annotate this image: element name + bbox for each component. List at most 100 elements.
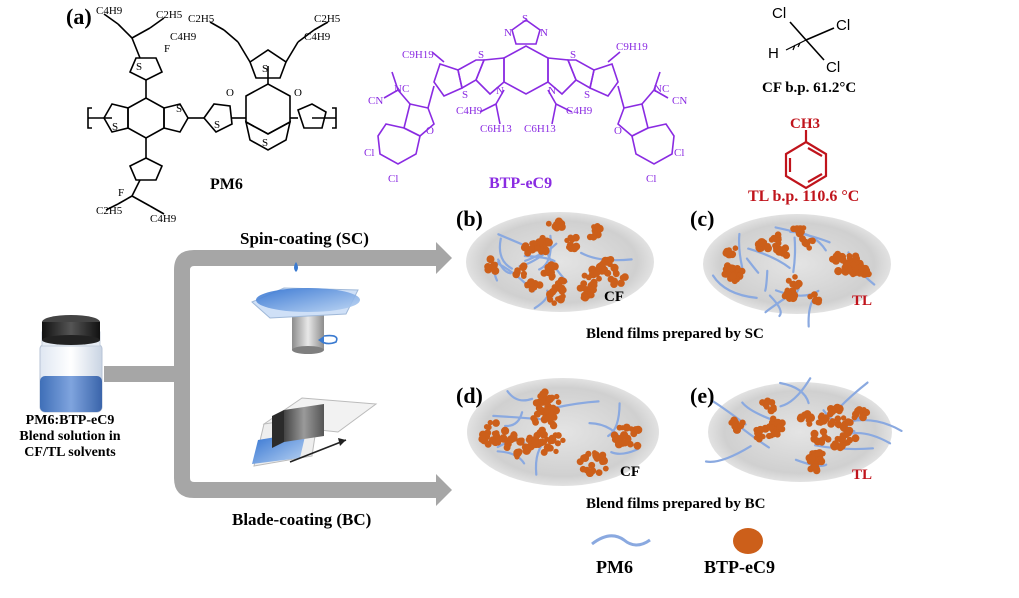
blade-coating-label: Blade-coating (BC) — [232, 510, 372, 529]
branch-vertical — [174, 250, 194, 498]
btp-atom: O — [614, 125, 622, 137]
pm6-fibril — [789, 230, 827, 252]
btp-aggregate — [754, 240, 772, 253]
btp-aggregate — [790, 225, 807, 238]
pm6-atom: S — [262, 63, 268, 75]
btp-aggregate — [520, 240, 541, 257]
pm6-atom: F — [118, 187, 124, 199]
btp-atom: C4H9 — [456, 105, 483, 117]
btp-atom: N — [496, 85, 504, 97]
film-background — [708, 382, 892, 482]
pm6-atom: C2H5 — [188, 13, 215, 25]
btp-name: BTP-eC9 — [489, 175, 553, 192]
btp-atom: Cl — [364, 147, 374, 159]
main-branch — [104, 366, 184, 382]
chloroform-structure — [785, 21, 835, 61]
spin-arrow-shaft — [194, 250, 436, 266]
btp-aggregate — [540, 261, 559, 281]
btp-aggregate — [545, 217, 566, 232]
pm6-structure — [87, 13, 337, 215]
pm6-fibril — [764, 269, 769, 292]
film-e — [704, 377, 903, 482]
btp-aggregate — [576, 450, 609, 478]
sc-caption: Blend films prepared by SC — [586, 326, 764, 342]
film-b — [466, 212, 654, 312]
pm6-atom: S — [112, 121, 118, 133]
bc-caption: Blend films prepared by BC — [586, 496, 766, 512]
pm6-fibril — [610, 447, 640, 455]
btp-aggregate — [830, 435, 848, 452]
solution-label-line: PM6:BTP-eC9 — [25, 413, 115, 428]
pm6-fibril — [504, 411, 524, 428]
pm6-fibril — [607, 402, 621, 438]
btp-atom: N — [540, 27, 548, 39]
film-d — [467, 378, 659, 486]
btp-atom: N — [548, 85, 556, 97]
btp-atom: O — [426, 125, 434, 137]
panel-label-b: (b) — [456, 206, 483, 231]
btp-aggregate — [727, 272, 744, 285]
btp-aggregate — [799, 235, 816, 251]
btp-aggregate — [531, 426, 566, 456]
blade-arrow-shaft — [194, 482, 436, 498]
btp-atom: CN — [672, 95, 687, 107]
cf-atom: Cl — [772, 5, 786, 22]
btp-aggregate — [807, 291, 823, 306]
btp-aggregate — [783, 288, 799, 303]
legend-pm6-line — [591, 534, 651, 547]
pm6-atom: C2H5 — [314, 13, 341, 25]
pm6-fibril — [506, 390, 534, 402]
btp-atom: C6H13 — [480, 123, 512, 135]
process-arrows — [104, 242, 452, 506]
film-e-solvent: TL — [852, 467, 873, 483]
spin-arrow-head — [436, 242, 452, 274]
pm6-fibril — [792, 236, 797, 274]
btp-aggregate — [512, 262, 528, 280]
toluene-structure — [784, 130, 828, 190]
blade-arrow-head — [436, 474, 452, 506]
btp-aggregate — [546, 287, 566, 306]
pm6-atom: S — [136, 61, 142, 73]
btp-atom: NC — [394, 83, 409, 95]
toluene-methyl-label: CH3 — [790, 116, 820, 132]
btp-aggregate — [503, 431, 536, 460]
spin-coating-label: Spin-coating (SC) — [240, 229, 369, 248]
film-b-solvent: CF — [604, 289, 624, 305]
pm6-name: PM6 — [210, 176, 243, 193]
btp-aggregate — [580, 280, 598, 294]
btp-aggregate — [829, 250, 847, 265]
solution-label: PM6:BTP-eC9 Blend solution in CF/TL solv… — [2, 413, 138, 461]
btp-atom: Cl — [646, 173, 656, 185]
spin-coater — [251, 262, 360, 354]
pm6-fibril — [704, 445, 752, 463]
solution-vial — [39, 315, 103, 413]
btp-aggregate — [766, 415, 786, 431]
chloroform-atoms: Cl Cl Cl H — [768, 5, 850, 76]
legend-pm6-label: PM6 — [596, 557, 633, 577]
btp-aggregate — [759, 397, 777, 415]
btp-aggregate — [728, 416, 746, 434]
pm6-atom: C4H9 — [150, 213, 177, 225]
btp-aggregate — [847, 261, 866, 278]
pm6-atom: F — [164, 43, 170, 55]
btp-atom: C4H9 — [566, 105, 593, 117]
film-background — [467, 378, 659, 486]
btp-atom: S — [522, 13, 528, 25]
film-background — [703, 214, 891, 314]
btp-aggregate — [810, 428, 832, 446]
cf-atom: Cl — [836, 17, 850, 34]
legend-btp-label: BTP-eC9 — [704, 557, 775, 577]
film-d-solvent: CF — [620, 464, 640, 480]
pm6-fibril — [768, 294, 782, 318]
btp-atom-labels: C9H19 C9H19 C4H9 C4H9 C6H13 C6H13 S N N … — [364, 13, 687, 185]
pm6-fibril — [745, 257, 760, 274]
btp-aggregate — [851, 406, 871, 422]
pm6-atom: O — [226, 87, 234, 99]
btp-aggregate — [772, 242, 783, 255]
btp-aggregate — [753, 424, 770, 443]
btp-aggregate — [722, 245, 739, 259]
btp-aggregate — [722, 262, 741, 277]
btp-aggregate — [796, 410, 815, 427]
